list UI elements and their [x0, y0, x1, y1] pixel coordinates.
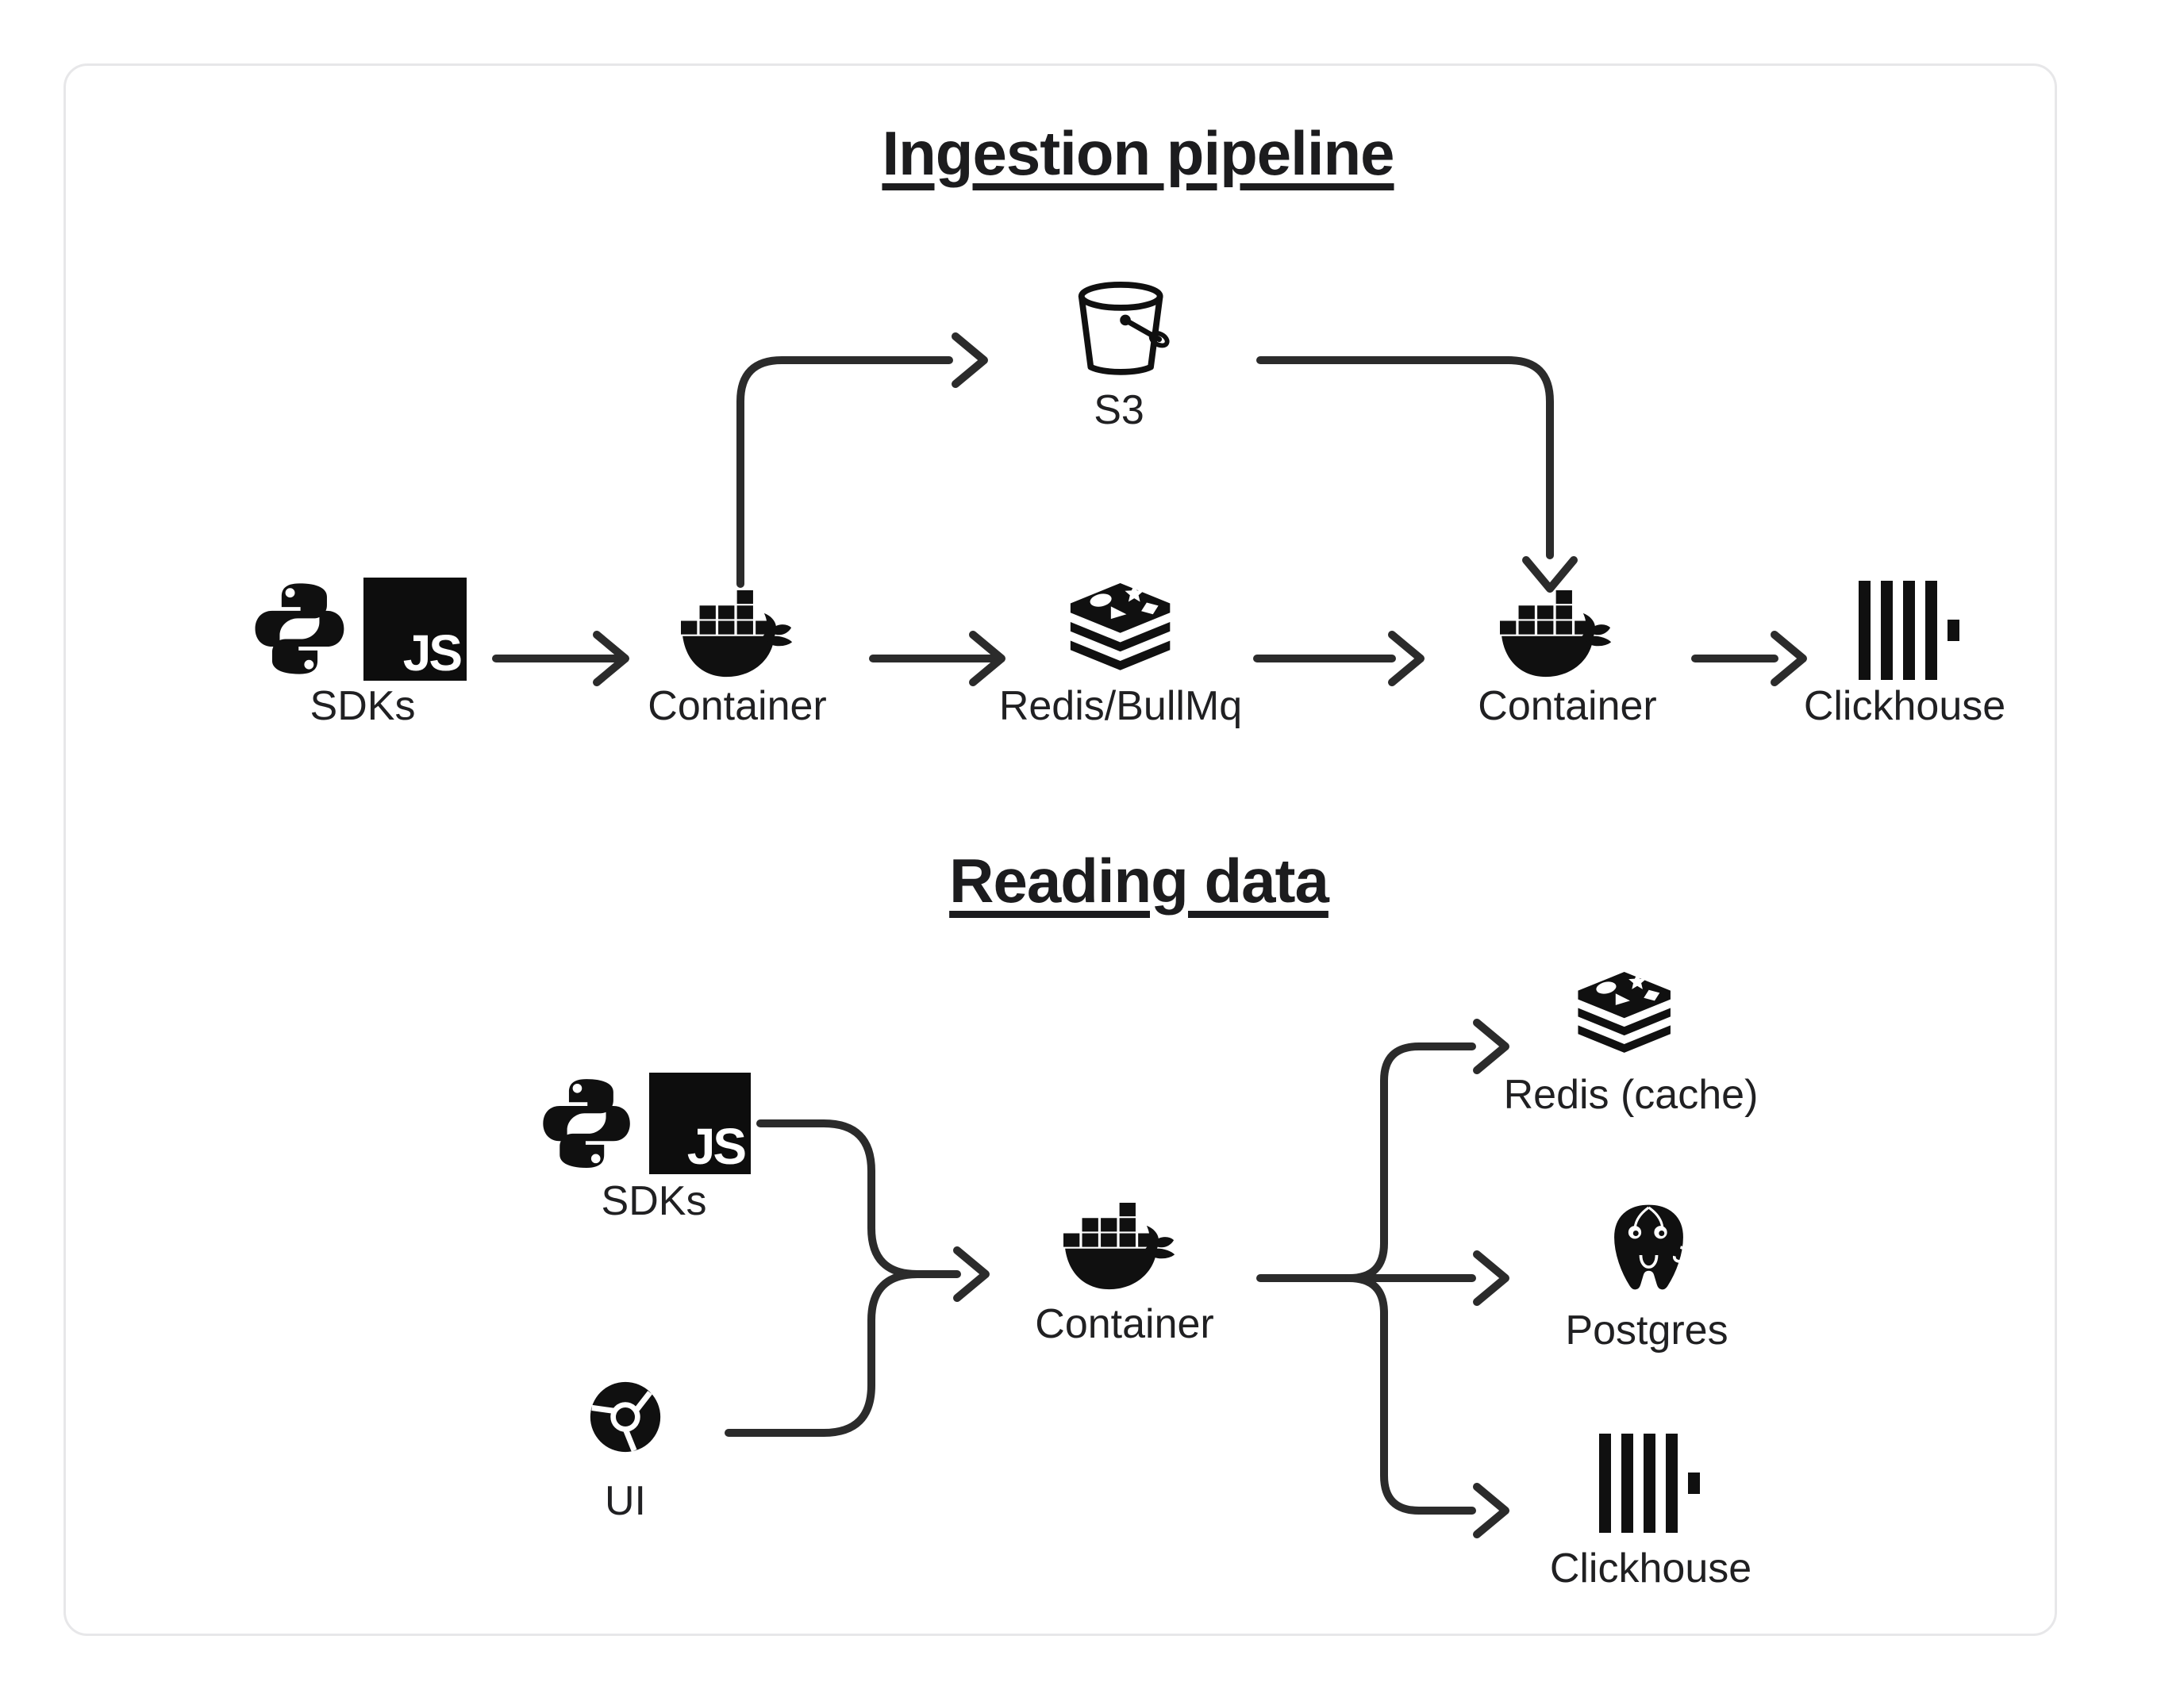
container-label: Container [1035, 1301, 1214, 1347]
clickhouse-icon [1859, 581, 1959, 680]
redis-icon [1070, 583, 1171, 670]
arrow-container-to-queue [869, 631, 1005, 686]
clickhouse-label: Clickhouse [1803, 683, 2006, 729]
arrow-container-to-s3 [736, 332, 988, 588]
clickhouse-icon [1599, 1434, 1700, 1533]
javascript-icon: JS [649, 1073, 751, 1174]
javascript-icon-text: JS [402, 624, 463, 682]
postgres-label: Postgres [1565, 1307, 1728, 1354]
arrow-s3-to-container [1256, 356, 1578, 593]
ui-label: UI [605, 1478, 646, 1524]
chrome-icon [590, 1381, 661, 1453]
container-label: Container [648, 683, 827, 729]
ingestion-title: Ingestion pipeline [882, 118, 1394, 188]
docker-icon [1500, 590, 1612, 678]
s3-label: S3 [1094, 387, 1144, 433]
python-icon [543, 1079, 630, 1168]
arrow-container-to-clickhouse [1691, 631, 1807, 686]
s3-bucket-icon [1078, 281, 1170, 375]
redis-cache-label: Redis (cache) [1503, 1072, 1759, 1118]
arrow-merge-to-container [909, 1246, 990, 1302]
arrow-sdks-to-container [492, 631, 629, 686]
redis-icon [1578, 972, 1671, 1053]
postgres-icon [1611, 1202, 1689, 1292]
container-label: Container [1478, 683, 1657, 729]
arrow-ui-merge [725, 1270, 921, 1437]
clickhouse-label: Clickhouse [1549, 1545, 1752, 1592]
sdks-label: SDKs [601, 1178, 707, 1224]
diagram-card [63, 63, 2057, 1636]
docker-icon [1063, 1203, 1175, 1290]
arrow-sdks-merge [756, 1119, 921, 1278]
arrow-container-to-redis-cache [1345, 1019, 1509, 1282]
sdks-label: SDKs [310, 683, 416, 729]
arrow-queue-to-container [1253, 631, 1425, 686]
python-icon [255, 583, 344, 674]
docker-icon [681, 590, 793, 678]
javascript-icon: JS [363, 578, 467, 681]
arrow-container-to-clickhouse-read [1345, 1274, 1509, 1538]
javascript-icon-text: JS [686, 1118, 747, 1176]
reading-title: Reading data [949, 846, 1329, 916]
redis-bullmq-label: Redis/BullMq [998, 683, 1243, 729]
